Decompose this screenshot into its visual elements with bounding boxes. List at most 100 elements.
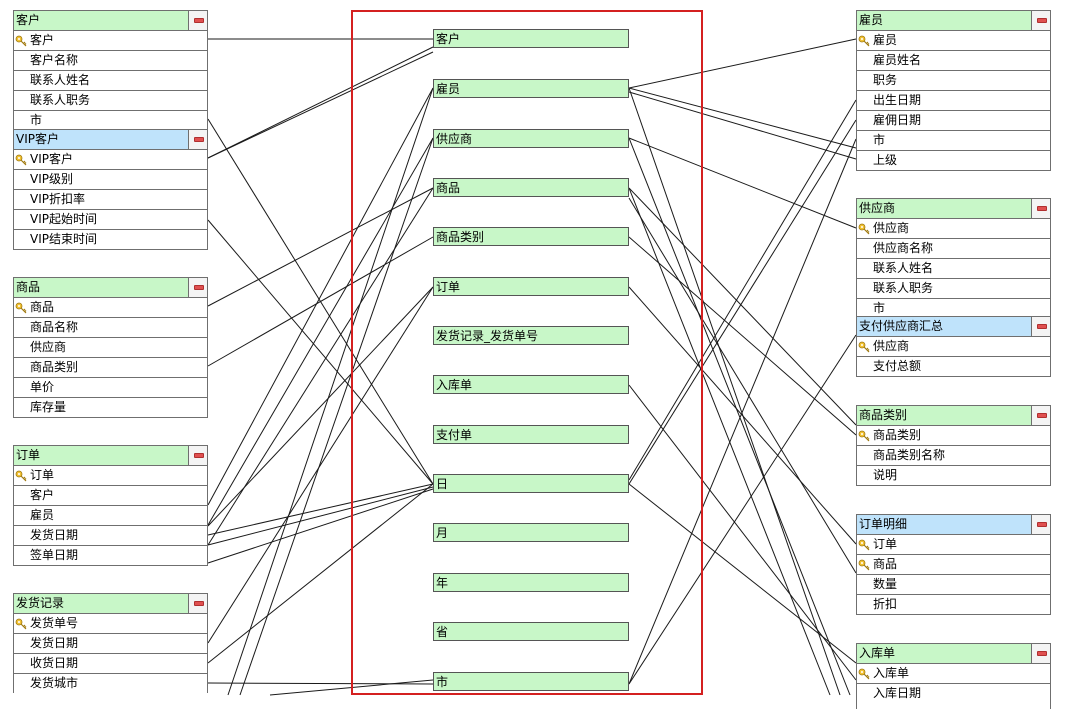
- field-row[interactable]: VIP折扣率: [14, 190, 207, 210]
- field-row[interactable]: 联系人姓名: [857, 259, 1050, 279]
- dimension-city[interactable]: 市: [433, 672, 629, 691]
- table-header[interactable]: 入库单: [857, 644, 1050, 664]
- dimension-product[interactable]: 商品: [433, 178, 629, 197]
- field-row[interactable]: VIP结束时间: [14, 230, 207, 249]
- field-row[interactable]: 雇员: [857, 31, 1050, 51]
- field-row[interactable]: 客户: [14, 31, 207, 51]
- table-header[interactable]: 供应商: [857, 199, 1050, 219]
- dimension-label: 雇员: [436, 82, 461, 96]
- field-row[interactable]: VIP起始时间: [14, 210, 207, 230]
- field-row[interactable]: 订单: [857, 535, 1050, 555]
- table-order-detail[interactable]: 订单明细 订单 商品 数量 折扣: [856, 514, 1051, 615]
- field-row[interactable]: 商品类别: [14, 358, 207, 378]
- field-label: 发货日期: [30, 528, 79, 542]
- table-stock-receipt[interactable]: 入库单 入库单 入库日期: [856, 643, 1051, 709]
- table-header[interactable]: VIP客户: [14, 130, 207, 150]
- collapse-icon[interactable]: [188, 278, 207, 297]
- collapse-icon[interactable]: [1031, 644, 1050, 663]
- field-row[interactable]: 出生日期: [857, 91, 1050, 111]
- field-row[interactable]: 联系人姓名: [14, 71, 207, 91]
- field-row[interactable]: 市: [857, 299, 1050, 318]
- dimension-label: 年: [436, 576, 449, 590]
- field-row[interactable]: 入库日期: [857, 684, 1050, 703]
- dimension-day[interactable]: 日: [433, 474, 629, 493]
- table-header[interactable]: 商品类别: [857, 406, 1050, 426]
- collapse-icon[interactable]: [1031, 199, 1050, 218]
- field-row[interactable]: 商品类别名称: [857, 446, 1050, 466]
- dimension-employee[interactable]: 雇员: [433, 79, 629, 98]
- table-header[interactable]: 订单: [14, 446, 207, 466]
- table-header[interactable]: 支付供应商汇总: [857, 317, 1050, 337]
- dimension-customer[interactable]: 客户: [433, 29, 629, 48]
- field-row[interactable]: 发货城市: [14, 674, 207, 693]
- table-order[interactable]: 订单 订单 客户 雇员 发货日期 签单日期: [13, 445, 208, 566]
- field-row[interactable]: 上级: [857, 151, 1050, 170]
- collapse-icon[interactable]: [1031, 515, 1050, 534]
- field-row[interactable]: 发货日期: [14, 634, 207, 654]
- field-row[interactable]: 订单: [14, 466, 207, 486]
- table-header[interactable]: 雇员: [857, 11, 1050, 31]
- field-row[interactable]: 联系人职务: [14, 91, 207, 111]
- collapse-icon[interactable]: [188, 130, 207, 149]
- dimension-year[interactable]: 年: [433, 573, 629, 592]
- table-header[interactable]: 订单明细: [857, 515, 1050, 535]
- dimension-order[interactable]: 订单: [433, 277, 629, 296]
- field-label: 雇员: [873, 33, 898, 47]
- field-row[interactable]: 职务: [857, 71, 1050, 91]
- table-supplier[interactable]: 供应商 供应商 供应商名称 联系人姓名 联系人职务 市: [856, 198, 1051, 319]
- table-vip-customer[interactable]: VIP客户 VIP客户 VIP级别 VIP折扣率 VIP起始时间 VIP结束时间: [13, 129, 208, 250]
- field-row[interactable]: 收货日期: [14, 654, 207, 674]
- dimension-shipment-number[interactable]: 发货记录_发货单号: [433, 326, 629, 345]
- field-row[interactable]: 市: [857, 131, 1050, 151]
- field-row[interactable]: 商品: [857, 555, 1050, 575]
- dimension-stock-receipt[interactable]: 入库单: [433, 375, 629, 394]
- collapse-icon[interactable]: [188, 594, 207, 613]
- field-row[interactable]: 发货单号: [14, 614, 207, 634]
- table-header[interactable]: 客户: [14, 11, 207, 31]
- field-row[interactable]: 支付总额: [857, 357, 1050, 376]
- dimension-product-category[interactable]: 商品类别: [433, 227, 629, 246]
- field-label: VIP级别: [30, 172, 73, 186]
- field-row[interactable]: 供应商: [14, 338, 207, 358]
- field-row[interactable]: 签单日期: [14, 546, 207, 565]
- table-header[interactable]: 商品: [14, 278, 207, 298]
- field-row[interactable]: VIP级别: [14, 170, 207, 190]
- field-row[interactable]: 商品类别: [857, 426, 1050, 446]
- field-row[interactable]: 客户名称: [14, 51, 207, 71]
- field-row[interactable]: VIP客户: [14, 150, 207, 170]
- field-row[interactable]: 供应商: [857, 219, 1050, 239]
- collapse-icon[interactable]: [1031, 406, 1050, 425]
- field-row[interactable]: 供应商: [857, 337, 1050, 357]
- collapse-icon[interactable]: [1031, 317, 1050, 336]
- dimension-province[interactable]: 省: [433, 622, 629, 641]
- table-customer[interactable]: 客户 客户 客户名称 联系人姓名 联系人职务 市: [13, 10, 208, 131]
- field-row[interactable]: 市: [14, 111, 207, 130]
- dimension-supplier[interactable]: 供应商: [433, 129, 629, 148]
- field-row[interactable]: 商品名称: [14, 318, 207, 338]
- table-shipment-record[interactable]: 发货记录 发货单号 发货日期 收货日期 发货城市: [13, 593, 208, 693]
- table-header[interactable]: 发货记录: [14, 594, 207, 614]
- field-row[interactable]: 单价: [14, 378, 207, 398]
- field-row[interactable]: 库存量: [14, 398, 207, 417]
- field-row[interactable]: 雇员姓名: [857, 51, 1050, 71]
- field-row[interactable]: 数量: [857, 575, 1050, 595]
- table-product[interactable]: 商品 商品 商品名称 供应商 商品类别 单价 库存量: [13, 277, 208, 418]
- table-supplier-payment-summary[interactable]: 支付供应商汇总 供应商 支付总额: [856, 316, 1051, 377]
- collapse-icon[interactable]: [188, 446, 207, 465]
- field-row[interactable]: 雇佣日期: [857, 111, 1050, 131]
- field-row[interactable]: 折扣: [857, 595, 1050, 614]
- collapse-icon[interactable]: [188, 11, 207, 30]
- table-employee[interactable]: 雇员 雇员 雇员姓名 职务 出生日期 雇佣日期 市 上级: [856, 10, 1051, 171]
- field-row[interactable]: 客户: [14, 486, 207, 506]
- field-row[interactable]: 联系人职务: [857, 279, 1050, 299]
- field-row[interactable]: 入库单: [857, 664, 1050, 684]
- table-product-category[interactable]: 商品类别 商品类别 商品类别名称 说明: [856, 405, 1051, 486]
- field-row[interactable]: 雇员: [14, 506, 207, 526]
- field-row[interactable]: 说明: [857, 466, 1050, 485]
- field-row[interactable]: 供应商名称: [857, 239, 1050, 259]
- field-row[interactable]: 商品: [14, 298, 207, 318]
- field-row[interactable]: 发货日期: [14, 526, 207, 546]
- collapse-icon[interactable]: [1031, 11, 1050, 30]
- dimension-month[interactable]: 月: [433, 523, 629, 542]
- dimension-payment[interactable]: 支付单: [433, 425, 629, 444]
